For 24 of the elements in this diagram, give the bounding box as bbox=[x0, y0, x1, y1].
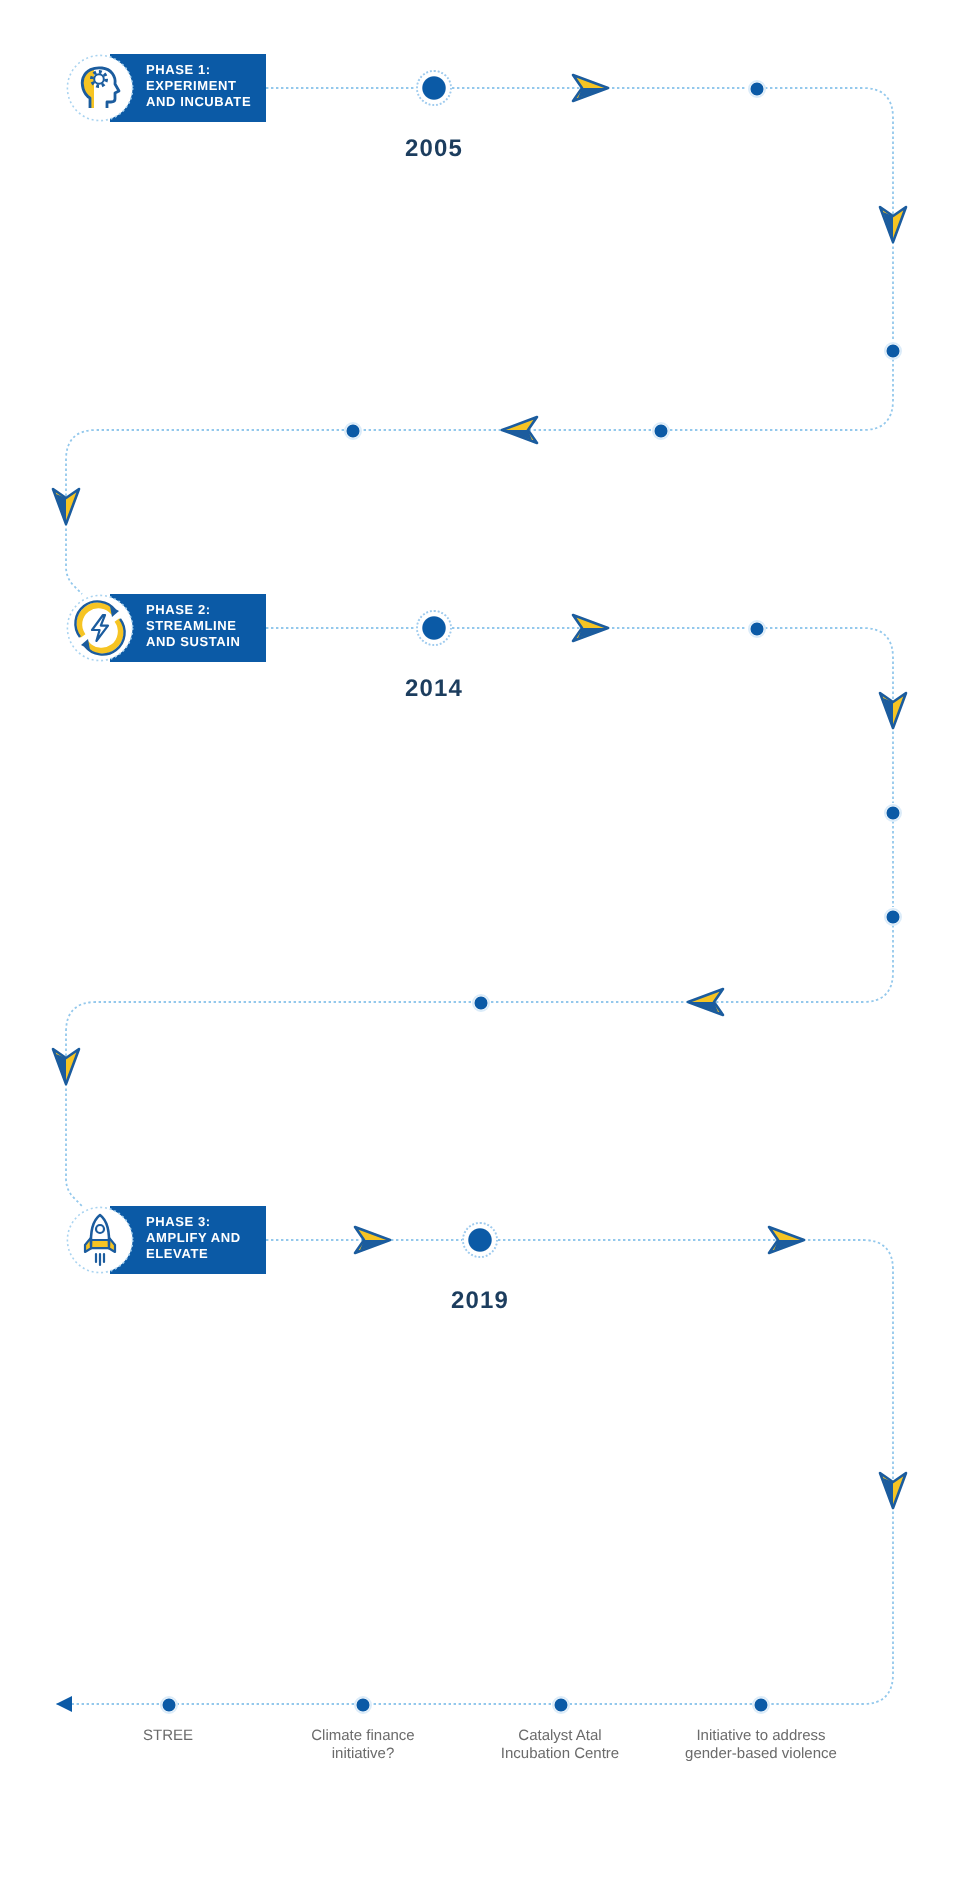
paper-plane-arrow bbox=[265, 1225, 463, 1255]
year-label: 2014 bbox=[404, 674, 464, 702]
dotted-line bbox=[265, 627, 417, 629]
paper-plane-arrow bbox=[764, 627, 908, 804]
dotted-line bbox=[668, 358, 894, 431]
dotted-line bbox=[568, 1703, 753, 1705]
year-label: 2019 bbox=[450, 1286, 510, 1314]
dotted-line bbox=[176, 1703, 355, 1705]
paper-plane-arrow bbox=[488, 924, 894, 1017]
paper-plane-arrow bbox=[451, 613, 748, 643]
paper-plane-arrow bbox=[51, 429, 345, 595]
paper-plane-arrow bbox=[51, 1001, 472, 1207]
year-label: 2005 bbox=[404, 134, 464, 162]
dotted-line bbox=[892, 820, 894, 908]
paper-plane-arrow bbox=[361, 415, 652, 445]
phase-banner bbox=[66, 594, 266, 662]
paper-plane-arrow bbox=[451, 73, 748, 103]
phase-banner bbox=[66, 54, 266, 122]
dotted-line bbox=[371, 1703, 552, 1705]
phase-banner bbox=[66, 1206, 266, 1274]
paper-plane-arrow bbox=[497, 1225, 908, 1705]
paper-plane-arrow bbox=[764, 87, 908, 342]
dotted-arrow bbox=[55, 1696, 160, 1712]
dotted-line bbox=[265, 87, 417, 89]
